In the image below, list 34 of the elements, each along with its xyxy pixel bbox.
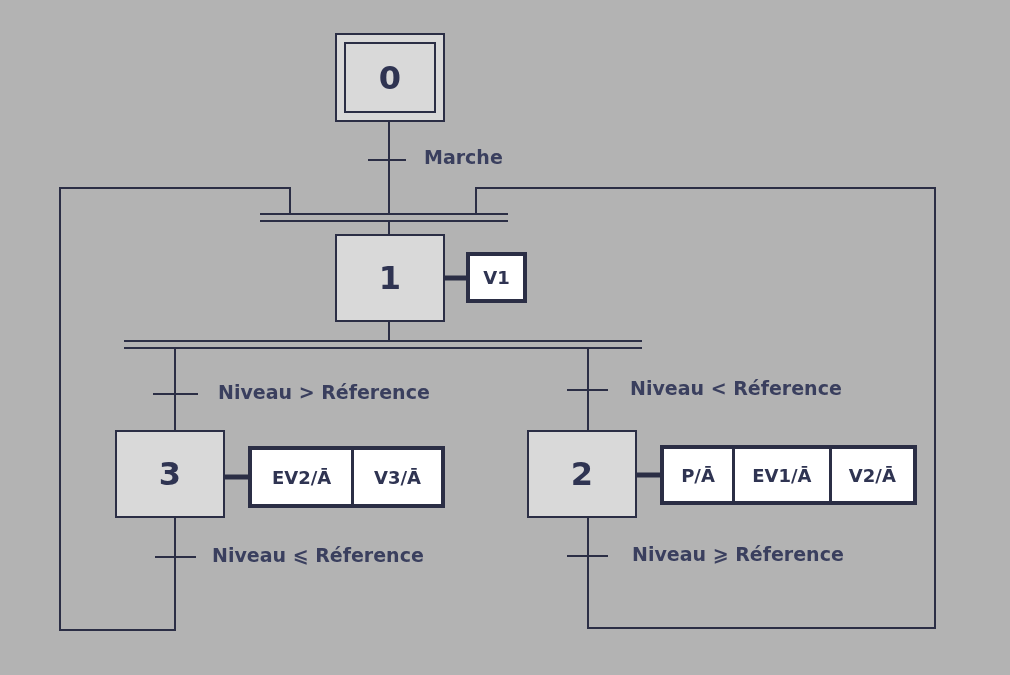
transition-condition: Niveau < Réference — [630, 377, 842, 399]
connector-line — [587, 348, 589, 431]
step-box — [527, 430, 637, 518]
synchronization-bar — [124, 340, 642, 349]
action-text: V2/Ā — [828, 449, 913, 501]
action-box — [466, 252, 527, 303]
action-link — [445, 275, 466, 281]
transition-condition: Marche — [424, 146, 503, 168]
transition-condition: Niveau ⩾ Réference — [632, 543, 844, 565]
action-link — [225, 474, 248, 480]
connector-line — [388, 221, 390, 235]
step-number: 2 — [570, 455, 594, 493]
action-link — [637, 472, 660, 478]
step-box — [335, 234, 445, 322]
step-number: 0 — [378, 58, 402, 97]
action-text: EV2/Ā — [270, 465, 333, 490]
action-box — [660, 445, 917, 505]
transition-condition: Niveau > Réference — [218, 381, 430, 403]
connector-line — [174, 348, 176, 431]
action-text: V3/Ā — [351, 450, 441, 504]
action-box — [248, 446, 445, 508]
connector-line — [388, 121, 390, 214]
transition-condition: Niveau ⩽ Réference — [212, 544, 424, 566]
connector-line — [59, 187, 291, 631]
connector-line — [475, 187, 936, 629]
step-number: 3 — [158, 455, 182, 493]
synchronization-bar — [260, 213, 508, 222]
action-text: EV1/Ā — [732, 449, 829, 501]
step-number: 1 — [378, 259, 402, 297]
initial-step-box — [335, 33, 445, 122]
action-text: V1 — [482, 266, 511, 290]
step-box — [115, 430, 225, 518]
action-text: P/Ā — [680, 463, 716, 488]
connector-line — [388, 321, 390, 341]
